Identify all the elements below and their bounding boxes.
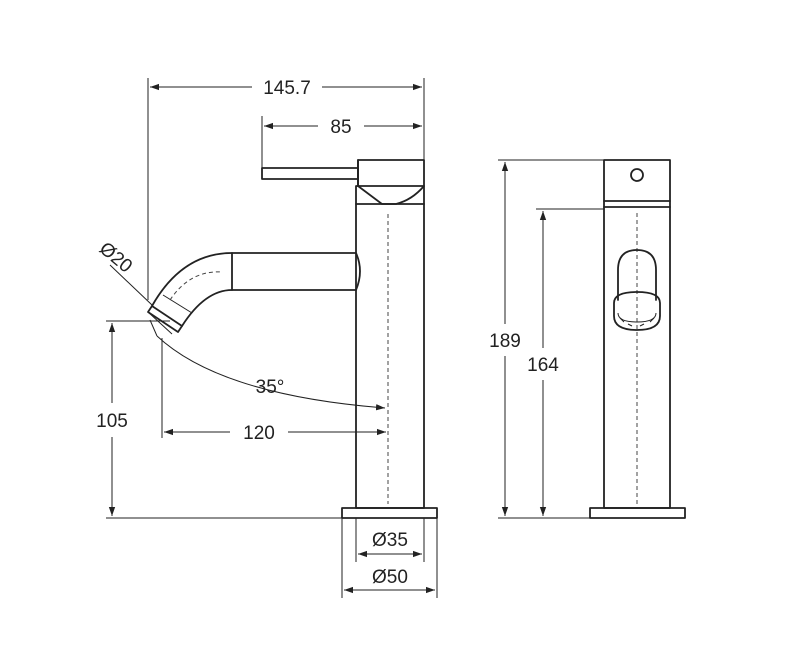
side-view	[589, 159, 686, 519]
angle-arc	[156, 335, 386, 411]
side-base-plate	[589, 507, 686, 519]
indicator-dot	[630, 168, 644, 182]
dim-body-diameter: Ø35	[372, 530, 408, 551]
spout-aerator	[147, 305, 183, 333]
dim-base-diameter: Ø50	[372, 567, 408, 588]
handle-hub	[357, 159, 425, 205]
spout	[151, 252, 361, 327]
tap-body	[355, 185, 425, 509]
dim-body-height: 164	[527, 355, 559, 376]
dim-total-length: 145.7	[263, 78, 311, 99]
dim-spout-diameter: Ø20	[95, 238, 136, 277]
dimensions: 145.7 85 Ø20 35° 105 120 Ø35 Ø50	[95, 78, 604, 598]
dim-spout-height: 105	[96, 411, 128, 432]
front-view	[147, 159, 438, 519]
dim-spout-angle: 35°	[256, 377, 285, 398]
dim-lever-length: 85	[330, 117, 351, 138]
spout-centre-line	[169, 271, 223, 301]
tap-base-plate	[341, 507, 438, 519]
dim-spout-reach: 120	[243, 423, 275, 444]
dim-total-height: 189	[489, 331, 521, 352]
aerator-end-view	[613, 291, 661, 331]
spout-end-view	[617, 249, 657, 301]
lever-handle	[261, 167, 359, 180]
